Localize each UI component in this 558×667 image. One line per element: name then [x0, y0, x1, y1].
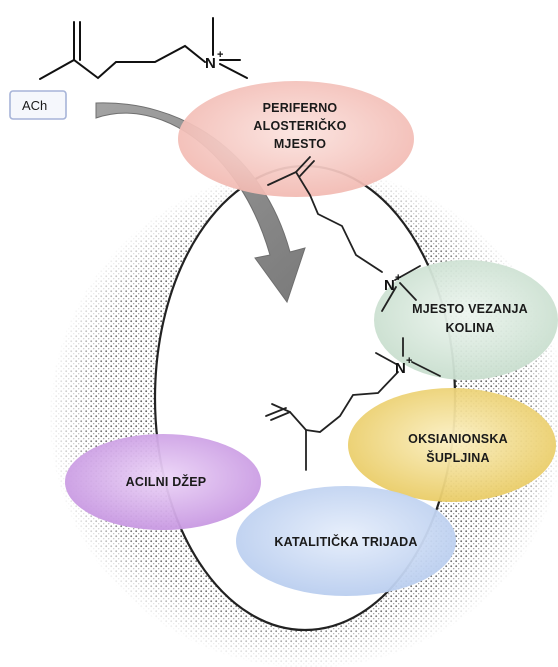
ach-bound-peripheral — [267, 156, 421, 312]
ach-label-box: ACh — [9, 90, 67, 120]
entry-arrow — [95, 102, 306, 304]
triad-label: KATALITIČKA TRIJADA — [274, 534, 417, 549]
ach-free-molecule — [39, 17, 248, 80]
ach-bound-2-charge: + — [406, 355, 412, 367]
oxyanion-site: OKSIANIONSKA ŠUPLJINA — [348, 388, 556, 502]
acyl-pocket-site: ACILNI DŽEP — [65, 434, 261, 530]
acyl-label: ACILNI DŽEP — [126, 474, 207, 489]
ach-bound-active — [265, 337, 441, 471]
peripheral-line-1: PERIFERNO — [263, 101, 338, 115]
choline-site: MJESTO VEZANJA KOLINA — [374, 260, 558, 380]
ach-free-n: N — [205, 55, 216, 72]
ach-label: ACh — [22, 98, 47, 113]
peripheral-site: PERIFERNO ALOSTERIČKO MJESTO — [178, 81, 414, 197]
ach-bound-2-n: N — [395, 360, 406, 377]
choline-line-1: MJESTO VEZANJA — [412, 302, 528, 316]
oxyanion-line-2: ŠUPLJINA — [426, 450, 489, 465]
peripheral-line-3: MJESTO — [274, 137, 326, 151]
choline-line-2: KOLINA — [445, 321, 494, 335]
ach-bound-1-n: N — [384, 277, 395, 294]
peripheral-line-2: ALOSTERIČKO — [253, 118, 346, 133]
oxyanion-line-1: OKSIANIONSKA — [408, 432, 508, 446]
catalytic-triad-site: KATALITIČKA TRIJADA — [236, 486, 456, 596]
ach-free-charge: + — [217, 49, 223, 61]
ach-bound-1-charge: + — [395, 272, 401, 284]
